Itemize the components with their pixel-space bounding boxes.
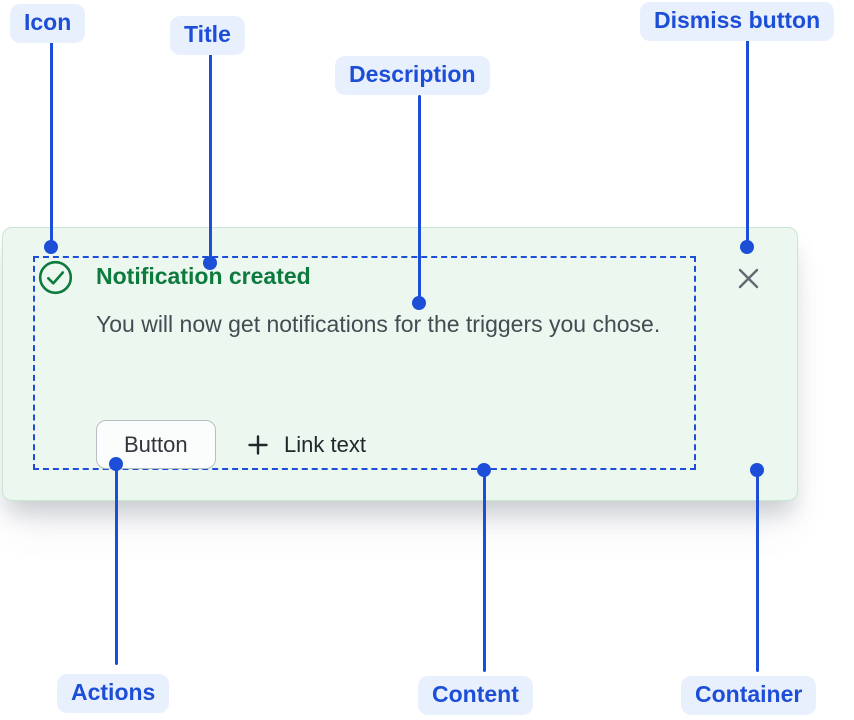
check-circle-icon (38, 260, 73, 295)
actions-label: Actions (57, 674, 170, 714)
content-area-outline (33, 256, 696, 470)
icon-callout-line (49, 42, 53, 247)
container-callout-dot (750, 463, 764, 477)
container-callout-line (755, 470, 759, 672)
actions-callout-dot (109, 457, 123, 471)
title-label: Title (170, 16, 245, 56)
container-label: Container (681, 676, 817, 716)
plus-icon (246, 433, 270, 457)
title-callout-line (208, 50, 212, 263)
dismiss-callout-line (745, 40, 749, 247)
icon-label: Icon (10, 4, 86, 44)
description-label: Description (335, 56, 490, 96)
dismiss-button-label: Dismiss button (640, 2, 835, 42)
icon-callout-dot (44, 240, 58, 254)
description-callout-line (417, 95, 421, 303)
actions-callout-line (114, 464, 118, 665)
description-callout-dot (412, 296, 426, 310)
content-label: Content (418, 676, 533, 716)
title-callout-dot (203, 256, 217, 270)
action-button[interactable]: Button (96, 420, 216, 469)
content-callout-dot (477, 463, 491, 477)
close-icon (735, 265, 762, 292)
notification-description: You will now get notifications for the t… (96, 311, 661, 337)
action-link-label: Link text (284, 431, 366, 457)
content-callout-line (482, 470, 486, 672)
action-link[interactable]: Link text (246, 420, 366, 469)
notification-title: Notification created (96, 263, 311, 289)
dismiss-button[interactable] (731, 261, 765, 295)
dismiss-callout-dot (740, 240, 754, 254)
